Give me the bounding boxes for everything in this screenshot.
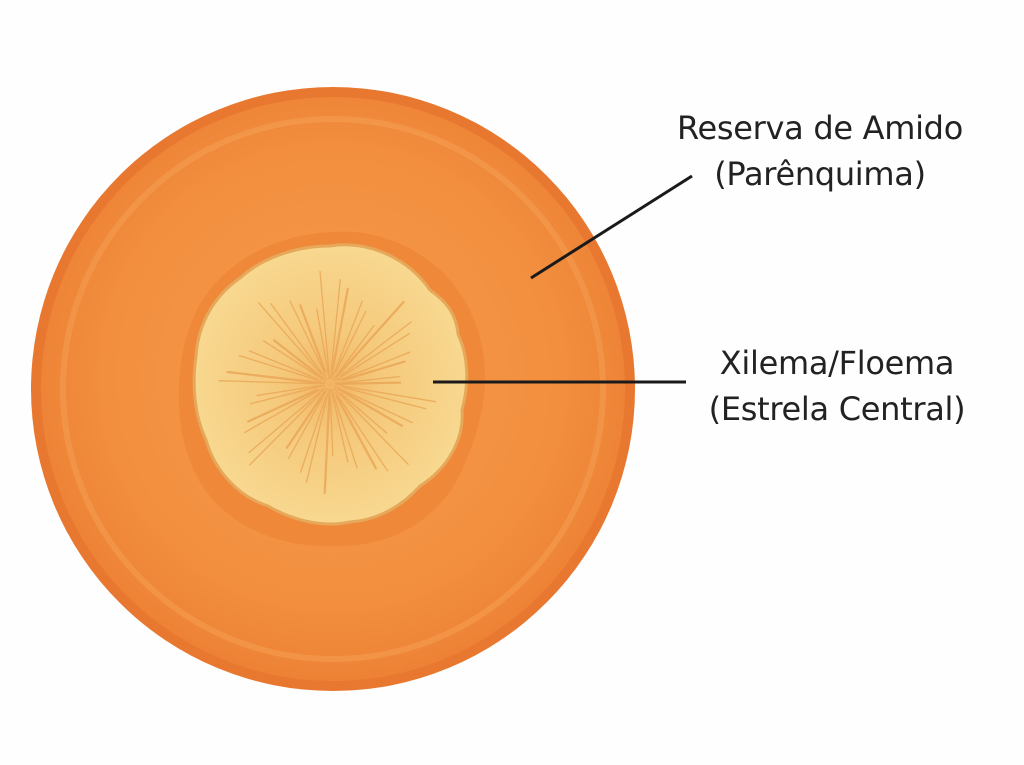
star-ray: [272, 339, 324, 379]
star-ray: [332, 325, 375, 380]
central-star-rays: [218, 270, 437, 494]
star-ray: [248, 350, 318, 380]
parenchyma-highlight: [60, 116, 606, 662]
star-ray: [247, 388, 319, 423]
star-ray: [244, 388, 322, 434]
star-ray: [285, 391, 326, 449]
star-ray: [332, 300, 363, 376]
star-ray: [248, 387, 327, 454]
star-ray: [330, 287, 349, 380]
star-ray: [226, 370, 326, 385]
star-ray: [299, 396, 327, 473]
star-ray: [334, 332, 410, 382]
star-ray: [342, 360, 406, 382]
star-ray: [334, 385, 413, 424]
star-ray: [333, 387, 409, 465]
star-ray: [299, 304, 327, 372]
star-ray: [258, 302, 322, 375]
star-ray: [337, 387, 403, 427]
star-ray: [335, 301, 405, 378]
label-starch-reserve-line2: (Parênquima): [714, 155, 926, 193]
star-ray: [316, 308, 330, 379]
star-ray: [334, 391, 389, 472]
star-ray: [331, 393, 349, 463]
star-ray: [331, 389, 358, 469]
label-xylem-phloem: Xilema/Floema (Estrela Central): [682, 340, 992, 432]
star-ray: [335, 395, 377, 470]
label-xylem-phloem-line1: Xilema/Floema: [719, 344, 955, 382]
leader-line-parenchyma: [530, 174, 693, 280]
star-ray: [339, 392, 388, 434]
star-ray: [289, 300, 327, 376]
star-ray: [263, 340, 326, 382]
star-ray: [330, 278, 341, 371]
star-ray: [338, 351, 411, 381]
star-ray: [342, 386, 427, 410]
star-ray: [305, 393, 329, 483]
star-ray: [249, 384, 325, 405]
star-ray: [339, 385, 437, 403]
xylem-core: [192, 243, 469, 526]
star-ray: [249, 393, 321, 466]
label-xylem-phloem-line2: (Estrela Central): [708, 390, 966, 428]
star-ray: [323, 388, 331, 494]
star-ray: [335, 310, 367, 373]
star-ray: [270, 302, 328, 380]
star-ray: [335, 375, 401, 385]
star-ray: [238, 354, 322, 382]
star-ray: [256, 384, 321, 397]
star-ray: [340, 321, 412, 377]
star-ray: [334, 381, 402, 385]
star-ray: [287, 388, 328, 459]
star-ray: [329, 397, 334, 457]
star-ray: [319, 270, 330, 375]
star-ray: [218, 380, 317, 385]
label-starch-reserve: Reserva de Amido (Parênquima): [650, 105, 990, 197]
label-starch-reserve-line1: Reserva de Amido: [677, 109, 963, 147]
